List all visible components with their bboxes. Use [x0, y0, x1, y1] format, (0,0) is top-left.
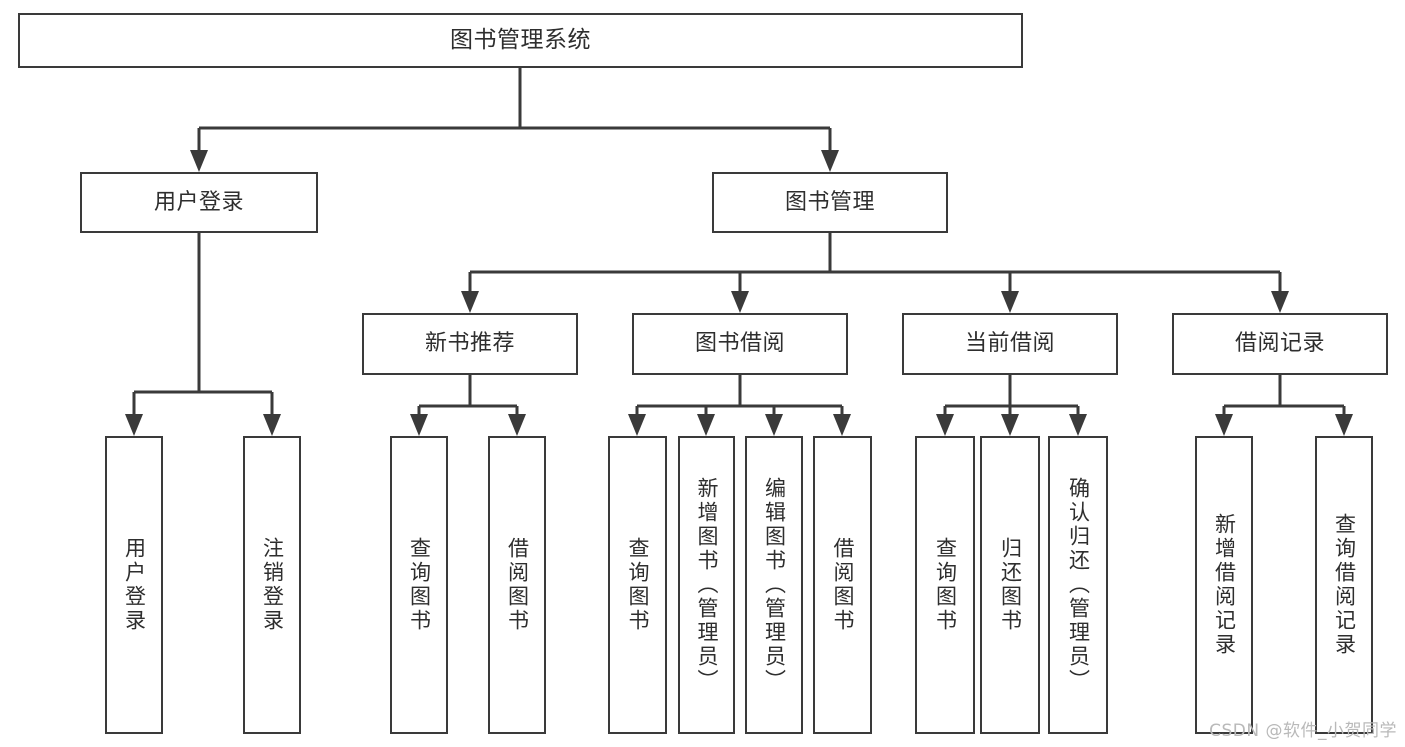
node-label: 新增图书（管理员）: [695, 477, 719, 693]
node-leaf-10[interactable]: 确认归还（管理员）: [1048, 436, 1108, 734]
connector-arrowhead: [190, 150, 208, 172]
node-label: 归还图书: [998, 537, 1023, 633]
node-leaf-7[interactable]: 借阅图书: [813, 436, 872, 734]
connector-arrowhead: [821, 150, 839, 172]
node-label: 新书推荐: [424, 331, 515, 357]
node-root[interactable]: 图书管理系统: [18, 13, 1023, 68]
node-leaf-3[interactable]: 借阅图书: [488, 436, 546, 734]
node-leaf-6[interactable]: 编辑图书（管理员）: [745, 436, 803, 734]
node-label: 借阅图书: [831, 537, 855, 633]
node-label: 用户登录: [153, 189, 244, 215]
node-label: 借阅记录: [1234, 331, 1325, 357]
node-label: 用户登录: [122, 537, 147, 633]
node-label: 查询借阅记录: [1332, 513, 1357, 657]
node-leaf-4[interactable]: 查询图书: [608, 436, 667, 734]
connector-arrowhead: [1215, 414, 1233, 436]
node-level3-1[interactable]: 图书借阅: [632, 313, 848, 375]
node-leaf-8[interactable]: 查询图书: [915, 436, 975, 734]
node-label: 图书管理: [784, 189, 875, 215]
connector-arrowhead: [1069, 414, 1087, 436]
connector-arrowhead: [508, 414, 526, 436]
connector-arrowhead: [765, 414, 783, 436]
node-label: 图书管理系统: [450, 27, 591, 54]
node-label: 查询图书: [626, 537, 650, 633]
connector-arrowhead: [1335, 414, 1353, 436]
connector-arrowhead: [731, 291, 749, 313]
node-level2-0[interactable]: 用户登录: [80, 172, 318, 233]
node-leaf-12[interactable]: 查询借阅记录: [1315, 436, 1373, 734]
node-label: 新增借阅记录: [1212, 513, 1237, 657]
connector-arrowhead: [1001, 291, 1019, 313]
connector-arrowhead: [410, 414, 428, 436]
node-level2-1[interactable]: 图书管理: [712, 172, 948, 233]
connector-arrowhead: [1001, 414, 1019, 436]
node-leaf-1[interactable]: 注销登录: [243, 436, 301, 734]
node-level3-2[interactable]: 当前借阅: [902, 313, 1118, 375]
connector-arrowhead: [628, 414, 646, 436]
node-label: 注销登录: [260, 537, 285, 633]
node-label: 借阅图书: [505, 537, 530, 633]
node-leaf-2[interactable]: 查询图书: [390, 436, 448, 734]
node-label: 查询图书: [933, 537, 958, 633]
connector-arrowhead: [697, 414, 715, 436]
node-label: 当前借阅: [964, 331, 1055, 357]
node-leaf-11[interactable]: 新增借阅记录: [1195, 436, 1253, 734]
node-level3-0[interactable]: 新书推荐: [362, 313, 578, 375]
node-leaf-9[interactable]: 归还图书: [980, 436, 1040, 734]
node-level3-3[interactable]: 借阅记录: [1172, 313, 1388, 375]
connector-arrowhead: [936, 414, 954, 436]
node-label: 编辑图书（管理员）: [762, 477, 787, 693]
connector-arrowhead: [263, 414, 281, 436]
node-label: 确认归还（管理员）: [1066, 477, 1091, 693]
node-label: 查询图书: [407, 537, 432, 633]
connector-arrowhead: [125, 414, 143, 436]
node-leaf-5[interactable]: 新增图书（管理员）: [678, 436, 735, 734]
node-label: 图书借阅: [694, 331, 785, 357]
connector-arrowhead: [461, 291, 479, 313]
connector-arrowhead: [833, 414, 851, 436]
connector-arrowhead: [1271, 291, 1289, 313]
node-leaf-0[interactable]: 用户登录: [105, 436, 163, 734]
